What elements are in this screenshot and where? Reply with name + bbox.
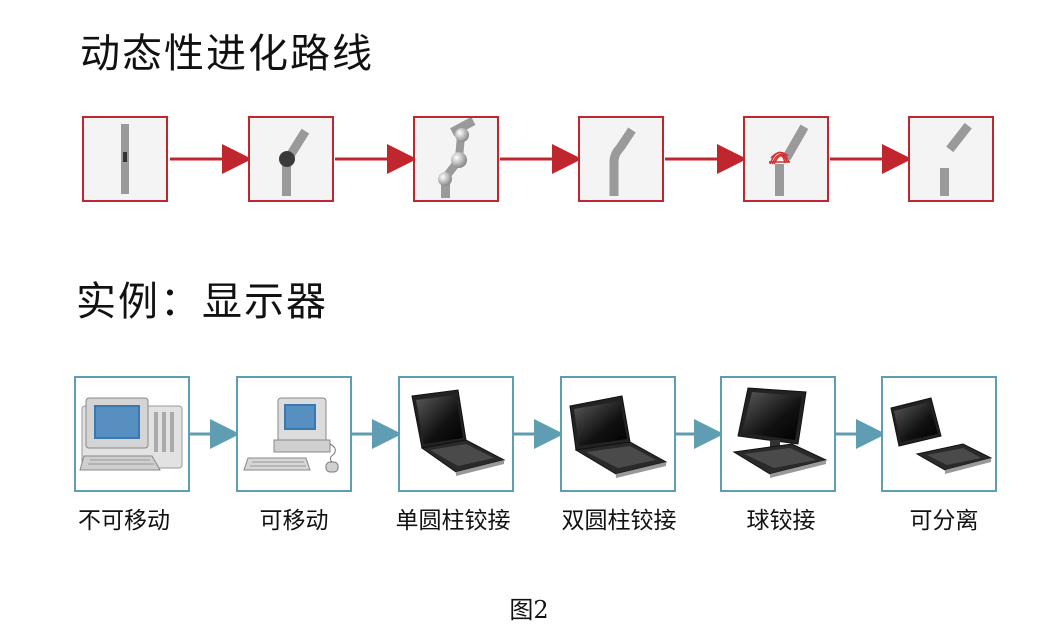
stage-multi-joint [413, 116, 499, 202]
elastic-flexible-icon [769, 124, 809, 196]
example-double-hinge [560, 376, 676, 492]
label-movable: 可移动 [259, 508, 329, 534]
laptop-double-hinge-icon [569, 395, 668, 478]
stage-rigid-bar [82, 116, 168, 202]
stage-single-joint [248, 116, 334, 202]
stage-elastic-flexible [743, 116, 829, 202]
label-double-hinge: 双圆柱铰接 [561, 508, 677, 534]
label-detachable: 可分离 [909, 508, 979, 534]
laptop-detachable-icon [890, 397, 993, 474]
laptop-single-hinge-icon [411, 389, 506, 476]
separated-icon [940, 122, 972, 196]
label-ball-joint: 球铰接 [746, 508, 816, 534]
example-single-hinge [398, 376, 514, 492]
figure-caption: 图2 [509, 596, 549, 624]
laptop-ball-joint-icon [732, 387, 828, 478]
movable-desktop-computer-icon [243, 397, 339, 473]
example-movable-desktop [236, 376, 352, 492]
multi-joint-icon [438, 118, 476, 198]
stage-flexible-bend [578, 116, 664, 202]
flexible-bend-icon [609, 127, 636, 196]
evolution-route-title: 动态性进化路线 [80, 31, 374, 77]
label-fixed: 不可移动 [78, 508, 170, 534]
rigid-bar-icon [121, 124, 129, 194]
fixed-desktop-computer-icon [79, 397, 183, 471]
example-title: 实例：显示器 [76, 279, 328, 325]
example-detachable [881, 376, 997, 492]
single-joint-icon [279, 128, 310, 196]
label-single-hinge: 单圆柱铰接 [395, 508, 511, 534]
example-ball-joint [720, 376, 836, 492]
stage-separated [908, 116, 994, 202]
example-fixed-desktop [74, 376, 190, 492]
